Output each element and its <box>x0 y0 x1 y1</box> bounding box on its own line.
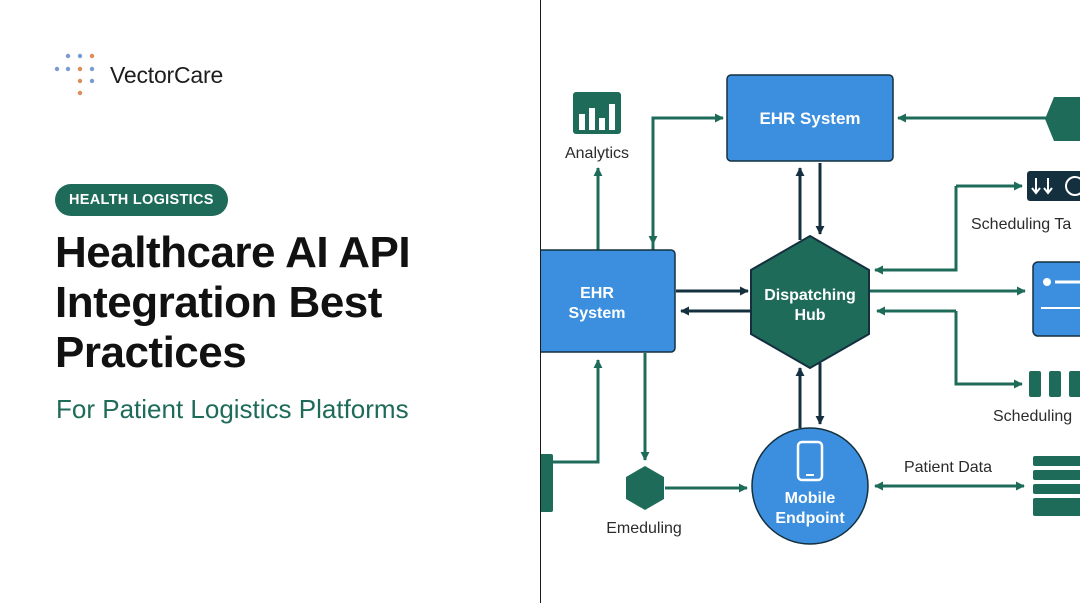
integration-diagram: Analytics EHR System EHR System Dispatch… <box>541 74 1080 545</box>
arrow-hub-to-scheduling-top <box>874 186 958 275</box>
patient-data-label: Patient Data <box>904 459 992 476</box>
mobile-endpoint-label-line1: Mobile <box>785 490 836 507</box>
ehr-system-top-node: EHR System <box>726 74 894 162</box>
emeduling-node: Emeduling <box>606 466 682 537</box>
profile-card-node <box>1032 261 1080 337</box>
scheduling-label: Scheduling <box>993 408 1072 425</box>
scheduling-tasks-node: Scheduling Ta <box>971 171 1080 233</box>
headline-line: Practices <box>55 328 247 377</box>
bar-chart-icon <box>573 92 621 134</box>
subtitle: For Patient Logistics Platforms <box>56 394 409 424</box>
mobile-endpoint-node: Mobile Endpoint <box>751 427 869 545</box>
ehr-system-left-label-line2: System <box>569 305 626 322</box>
ehr-system-top-label: EHR System <box>759 109 860 128</box>
vectorcare-logo-icon <box>54 53 95 96</box>
ehr-system-left-label-line1: EHR <box>580 285 614 302</box>
brand: VectorCare <box>54 52 223 98</box>
headline-line: Integration Best <box>55 278 382 327</box>
category-tag: HEALTH LOGISTICS <box>55 184 228 216</box>
arrow-to-ehr-top <box>651 113 724 250</box>
headline-line: Healthcare AI API <box>55 228 411 277</box>
dispatching-hub-node: Dispatching Hub <box>750 234 870 370</box>
analytics-label: Analytics <box>565 145 629 162</box>
patient-data-node: Patient Data <box>904 456 1080 516</box>
scheduling-node: Scheduling <box>993 371 1080 425</box>
server-bars-icon <box>1029 371 1080 397</box>
ehr-system-left-node: EHR System <box>541 249 676 353</box>
dispatching-hub-label-line1: Dispatching <box>764 287 856 304</box>
arrow-to-ehr-left-from-below <box>541 359 603 464</box>
dispatching-hub-label-line2: Hub <box>794 307 825 324</box>
mobile-endpoint-label-line2: Endpoint <box>775 510 845 527</box>
download-arrows-icon <box>1027 171 1080 201</box>
smartphone-icon <box>796 440 824 482</box>
left-partial-node <box>541 454 553 512</box>
connectors <box>541 113 1049 493</box>
emeduling-label: Emeduling <box>606 520 682 537</box>
brand-name: VectorCare <box>110 61 224 88</box>
profile-card-icon <box>1032 261 1080 337</box>
external-hexagon-node <box>1045 97 1080 141</box>
left-panel: VectorCare HEALTH LOGISTICS Healthcare A… <box>54 52 525 424</box>
scheduling-tasks-label: Scheduling Ta <box>971 216 1071 233</box>
analytics-node: Analytics <box>565 92 629 162</box>
headline: Healthcare AI API Integration Best Pract… <box>55 228 525 378</box>
database-stack-icon <box>1033 456 1080 516</box>
arrow-scheduling-bottom-to-hub <box>954 311 1023 389</box>
